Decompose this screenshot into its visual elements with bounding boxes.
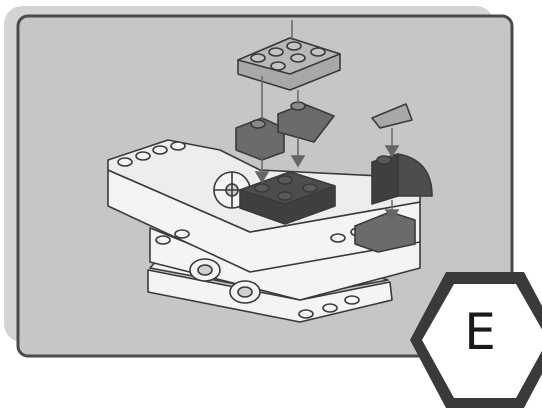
instruction-illustration bbox=[0, 0, 542, 408]
instruction-page: E bbox=[0, 0, 542, 408]
